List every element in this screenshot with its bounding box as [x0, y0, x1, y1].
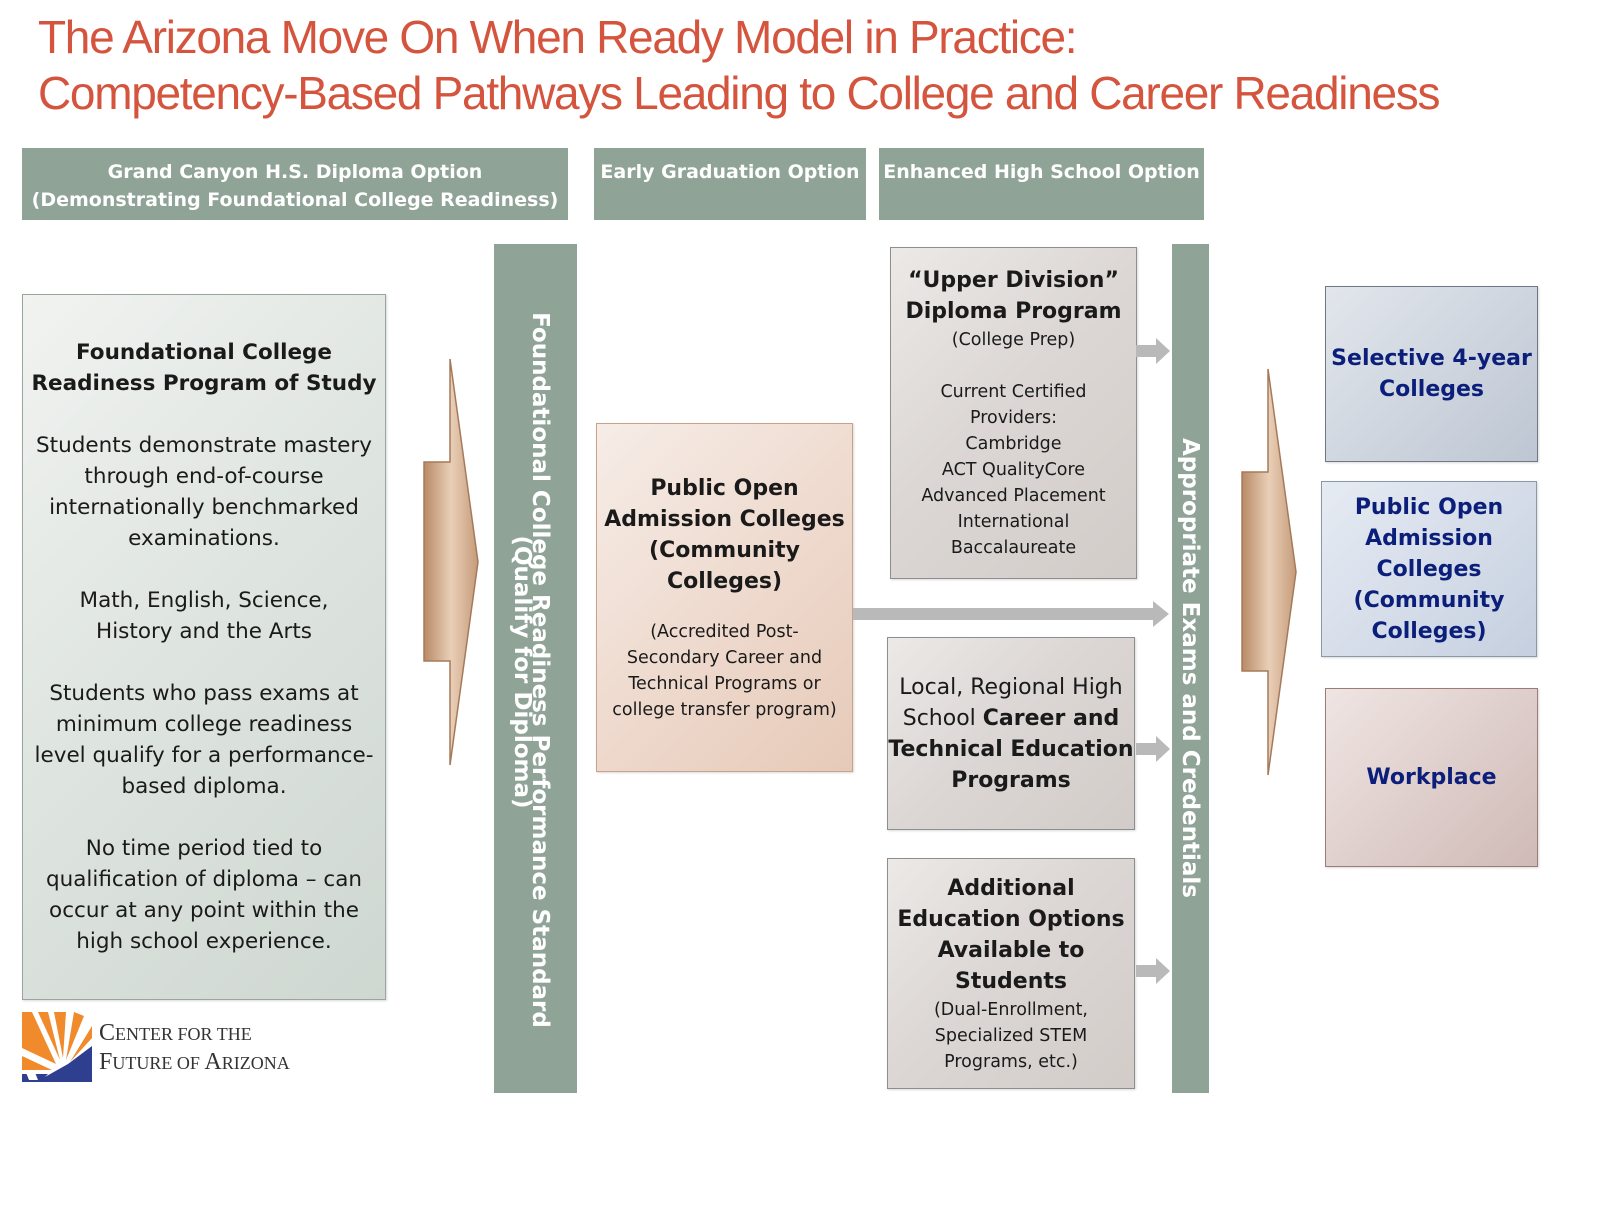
vertical-bar-performance-standard	[494, 244, 577, 1093]
big-arrow-2	[1241, 368, 1297, 776]
provider-l1: Current Certified	[940, 382, 1087, 402]
cte-l2a: School	[902, 705, 983, 731]
community-title-l2: Admission Colleges	[604, 506, 845, 532]
title-line-2: Competency-Based Pathways Leading to Col…	[38, 67, 1440, 119]
additional-note-l1: (Dual-Enrollment,	[933, 999, 1088, 1020]
logo-rizona: RIZONA	[221, 1053, 290, 1073]
provider-l3: Cambridge	[965, 434, 1062, 454]
logo-f: F	[99, 1049, 113, 1075]
foundational-para-1-l3: internationally benchmarked	[49, 495, 359, 520]
community-note-l3: Technical Programs or	[628, 673, 821, 694]
header-grand-canyon-line2: (Demonstrating Foundational College Read…	[31, 189, 559, 211]
cte-l4: Programs	[951, 767, 1071, 793]
foundational-para-3-l1: Students who pass exams at	[49, 681, 359, 706]
header-enhanced: Enhanced High School Option	[879, 148, 1204, 220]
foundational-para-4-l3: occur at any point within the	[49, 898, 359, 923]
foundational-para-4-l4: high school experience.	[76, 929, 332, 954]
cte-l2b: Career and	[982, 705, 1120, 731]
outcome-community-l3: Colleges	[1376, 556, 1482, 582]
upper-division-box: “Upper Division” Diploma Program (Colleg…	[890, 247, 1137, 579]
small-arrow-cte	[1136, 736, 1170, 762]
foundational-para-4-l2: qualification of diploma – can	[45, 867, 363, 892]
provider-l5: Advanced Placement	[921, 486, 1106, 506]
logo-text: CENTER FOR THE FUTURE OF ARIZONA	[99, 1020, 290, 1078]
additional-title-l2: Education Options	[897, 906, 1125, 932]
foundational-para-3-l4: based diploma.	[121, 774, 287, 799]
logo-line-1: CENTER FOR THE	[99, 1020, 290, 1049]
additional-title-l4: Students	[955, 968, 1067, 994]
cte-l1: Local, Regional High	[899, 674, 1123, 700]
cte-l3: Technical Education	[888, 736, 1134, 762]
community-title-l1: Public Open	[650, 475, 799, 501]
logo-uture: UTURE OF	[112, 1053, 205, 1073]
additional-note-l2: Specialized STEM	[934, 1025, 1088, 1046]
provider-l2: Providers:	[969, 408, 1058, 428]
additional-note-l3: Programs, etc.)	[944, 1051, 1078, 1072]
outcome-workplace: Workplace	[1325, 688, 1538, 867]
upper-division-title-l2: Diploma Program	[905, 299, 1122, 324]
provider-l6: International	[957, 512, 1070, 532]
additional-options-box: Additional Education Options Available t…	[887, 858, 1135, 1089]
title-line-1: The Arizona Move On When Ready Model in …	[38, 11, 1078, 63]
community-colleges-box: Public Open Admission Colleges (Communit…	[596, 423, 853, 772]
qualify-diploma-label: (Qualify for Diploma)	[509, 535, 535, 809]
foundational-program-box: Foundational College Readiness Program o…	[22, 294, 386, 1000]
provider-l4: ACT QualityCore	[941, 460, 1086, 480]
selective-l2: Colleges	[1378, 377, 1485, 402]
provider-l7: Baccalaureate	[950, 538, 1077, 558]
foundational-para-4-l1: No time period tied to	[85, 836, 323, 861]
cte-programs-box: Local, Regional High School Career and T…	[887, 637, 1135, 830]
community-note-l1: (Accredited Post-	[650, 621, 799, 642]
big-arrow-1	[423, 358, 479, 766]
outcome-selective-colleges: Selective 4-year Colleges	[1325, 286, 1538, 462]
logo-enter: ENTER FOR THE	[115, 1024, 252, 1044]
logo-line-2: FUTURE OF ARIZONA	[99, 1049, 290, 1078]
foundational-para-3-l2: minimum college readiness	[55, 712, 353, 737]
cte-l2: School Career and	[903, 703, 1119, 734]
community-title-l4: Colleges)	[666, 568, 783, 594]
outcome-community-colleges: Public Open Admission Colleges (Communit…	[1321, 481, 1537, 657]
header-grand-canyon-line1: Grand Canyon H.S. Diploma Option	[107, 161, 483, 183]
outcome-community-l2: Admission	[1365, 525, 1493, 551]
vertical-bar-exams-credentials	[1172, 244, 1209, 1093]
header-early-graduation: Early Graduation Option	[594, 148, 866, 220]
header-grand-canyon: Grand Canyon H.S. Diploma Option (Demons…	[22, 148, 568, 220]
outcome-community-l4: (Community	[1353, 587, 1505, 613]
foundational-para-1-l2: through end-of-course	[84, 464, 324, 489]
foundational-title-2: Readiness Program of Study	[31, 371, 377, 396]
upper-division-subtitle: (College Prep)	[951, 330, 1076, 350]
small-arrow-additional	[1136, 958, 1170, 984]
long-arrow-community	[853, 601, 1169, 627]
community-note-l2: Secondary Career and	[626, 647, 823, 668]
community-title-l3: (Community	[649, 537, 800, 563]
header-early-graduation-label: Early Graduation Option	[600, 161, 860, 183]
outcome-community-l5: Colleges)	[1371, 618, 1487, 644]
selective-l1: Selective 4-year	[1331, 346, 1532, 371]
foundational-para-1-l4: examinations.	[128, 526, 280, 551]
additional-title-l1: Additional	[947, 875, 1075, 901]
workplace-label: Workplace	[1366, 765, 1497, 790]
foundational-para-2-l2: History and the Arts	[96, 619, 312, 644]
logo-a: A	[204, 1049, 222, 1075]
upper-division-title-l1: “Upper Division”	[908, 268, 1119, 293]
small-arrow-upper-division	[1136, 338, 1170, 364]
foundational-para-2-l1: Math, English, Science,	[79, 588, 329, 613]
foundational-para-1-l1: Students demonstrate mastery	[36, 433, 372, 458]
community-note-l4: college transfer program)	[612, 699, 837, 720]
exams-credentials-label: Appropriate Exams and Credentials	[1177, 437, 1203, 898]
foundational-para-3-l3: level qualify for a performance-	[34, 743, 374, 768]
logo-c: C	[99, 1020, 116, 1046]
sunburst-logo-icon	[22, 1012, 92, 1082]
header-enhanced-label: Enhanced High School Option	[883, 161, 1200, 183]
additional-title-l3: Available to	[937, 937, 1085, 963]
foundational-title-1: Foundational College	[75, 340, 333, 365]
outcome-community-l1: Public Open	[1354, 494, 1504, 520]
